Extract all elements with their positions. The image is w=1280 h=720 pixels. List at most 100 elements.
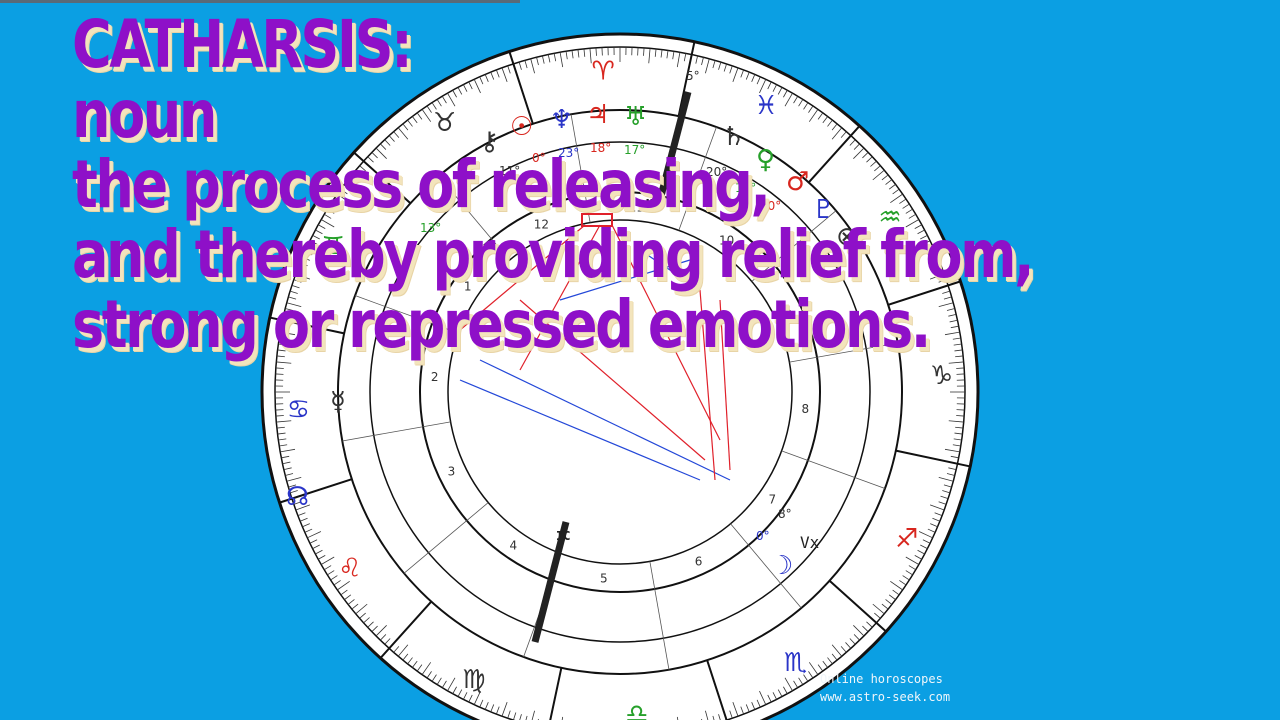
degree-tick <box>827 119 833 127</box>
degree-tick <box>327 208 335 214</box>
zodiac-sign-7: ♌ <box>338 553 361 583</box>
degree-tick <box>289 290 298 294</box>
chart-wheel-graphics <box>260 32 980 720</box>
degree-tick <box>905 208 913 214</box>
degree-tick <box>817 112 824 120</box>
neptune-glyph: ♆ <box>550 105 573 135</box>
degree-tick <box>944 448 960 453</box>
degree-tick <box>484 74 489 82</box>
degree-tick <box>315 549 323 555</box>
degree-tick <box>955 426 964 429</box>
node-glyph: ☊ <box>286 482 309 512</box>
degree-tick <box>457 87 463 95</box>
degree-tick <box>380 634 387 641</box>
degree-tick <box>344 184 352 190</box>
headline-part-of-speech: noun <box>72 76 217 153</box>
headline-definition-line-1: the process of releasing, <box>72 146 771 223</box>
degree-tick <box>426 671 432 679</box>
house-divider <box>649 561 670 670</box>
degree-tick <box>705 710 709 720</box>
degree-tick <box>288 484 297 488</box>
degree-tick <box>888 184 896 190</box>
degree-tick <box>452 686 457 694</box>
degree-tick <box>954 432 963 435</box>
degree-tick <box>751 74 756 82</box>
degree-tick <box>431 102 437 110</box>
degree-tick <box>914 555 922 560</box>
degree-tick <box>751 702 756 710</box>
degree-tick <box>589 48 592 64</box>
degree-tick <box>729 710 733 719</box>
degree-tick <box>280 331 296 336</box>
zodiac-sign-1: ♒ <box>878 203 901 233</box>
moon-degree: 0° <box>756 529 770 543</box>
degree-tick <box>942 490 951 494</box>
degree-tick <box>831 644 843 657</box>
degree-tick <box>930 256 938 261</box>
degree-tick <box>817 664 824 672</box>
degree-tick <box>324 213 332 219</box>
degree-tick <box>654 48 657 57</box>
chiron-degree: 11° <box>499 164 520 178</box>
degree-tick <box>363 617 370 624</box>
sign-divider <box>269 316 345 335</box>
degree-tick <box>745 71 750 80</box>
credit-line-2: www.astro-seek.com <box>820 690 951 704</box>
degree-tick <box>283 467 292 470</box>
house-number-2: 2 <box>431 370 439 384</box>
degree-tick <box>307 531 322 539</box>
degree-tick <box>899 580 907 586</box>
catharsis-definition: CATHARSIS: noun the process of releasing… <box>72 10 1252 360</box>
degree-tick <box>355 169 368 181</box>
degree-tick <box>289 490 298 494</box>
house-number-9: 9 <box>785 307 793 321</box>
degree-tick <box>917 229 925 235</box>
degree-tick <box>808 109 819 122</box>
degree-tick <box>524 60 528 69</box>
degree-tick <box>321 556 335 565</box>
degree-tick <box>384 139 391 146</box>
node-degree: 13° <box>420 221 441 235</box>
house-divider <box>781 450 886 489</box>
degree-tick <box>862 152 869 159</box>
degree-tick <box>777 87 783 95</box>
degree-tick <box>853 634 860 641</box>
degree-tick <box>938 302 954 307</box>
degree-tick <box>676 716 679 720</box>
house-number-1: 1 <box>464 279 472 293</box>
degree-tick <box>330 203 338 209</box>
degree-tick <box>953 343 962 346</box>
degree-tick <box>772 84 777 92</box>
mars-glyph: ♂ <box>786 167 809 197</box>
degree-tick <box>930 523 938 528</box>
degree-tick <box>872 169 885 181</box>
degree-tick <box>421 109 432 122</box>
degree-tick <box>393 131 400 138</box>
house-ring <box>419 191 821 593</box>
degree-tick <box>672 51 675 60</box>
degree-tick <box>845 642 852 649</box>
degree-tick <box>890 580 903 591</box>
sign-divider <box>508 51 534 125</box>
degree-tick <box>759 690 767 705</box>
degree-tick <box>577 49 580 58</box>
degree-tick <box>902 575 910 581</box>
jupiter-degree: 18° <box>590 141 611 155</box>
degree-tick <box>934 512 943 517</box>
degree-tick <box>862 625 869 632</box>
degree-tick <box>359 165 366 172</box>
degree-tick <box>793 680 799 688</box>
degree-tick <box>447 677 456 691</box>
degree-tick <box>881 174 889 181</box>
degree-tick <box>948 314 957 317</box>
chiron-glyph: ⚷ <box>480 127 499 157</box>
headline-definition-line-2: and thereby providing relief from, <box>72 216 1035 293</box>
venus-glyph: ♀ <box>756 145 775 175</box>
degree-tick <box>275 367 284 369</box>
degree-tick <box>276 426 285 429</box>
degree-tick <box>767 694 772 703</box>
degree-tick <box>932 262 941 267</box>
degree-tick <box>885 599 893 605</box>
zodiac-sign-4: ♏ <box>784 648 807 678</box>
degree-tick <box>299 517 308 522</box>
